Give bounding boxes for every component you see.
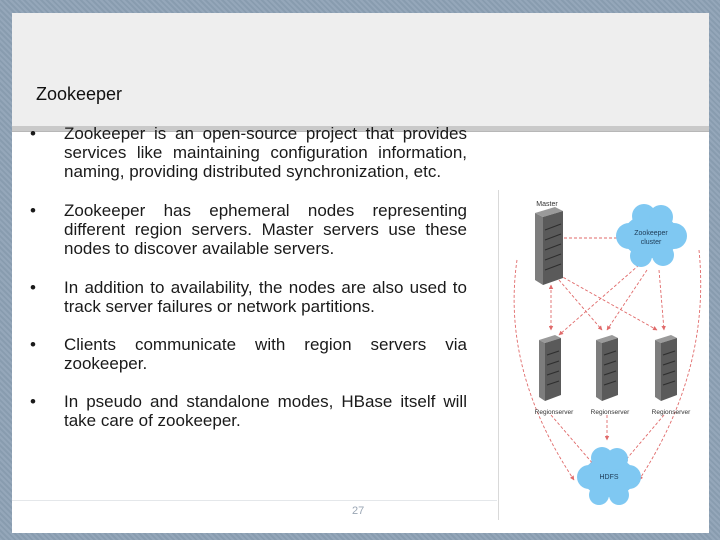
bullet-marker: •	[30, 392, 36, 411]
zookeeper-cloud-icon	[616, 204, 687, 267]
regionserver-icon	[596, 335, 618, 401]
bullet-marker: •	[30, 201, 36, 220]
diagram-svg: Master Zookeeper cluster	[513, 201, 702, 505]
bullet-item: • Clients communicate with region server…	[30, 335, 467, 373]
bullet-item: • In pseudo and standalone modes, HBase …	[30, 392, 467, 430]
regionserver-label: Regionserver	[652, 409, 691, 416]
bullet-text: In pseudo and standalone modes, HBase it…	[64, 392, 467, 430]
regionserver-label: Regionserver	[535, 409, 574, 416]
bullet-text: Zookeeper has ephemeral nodes representi…	[64, 201, 467, 258]
master-label: Master	[536, 201, 558, 208]
zookeeper-label-line1: Zookeeper	[634, 230, 668, 237]
slide-title: Zookeeper	[36, 84, 123, 104]
bullet-item: • In addition to availability, the nodes…	[30, 278, 467, 316]
bullet-item: • Zookeeper is an open-source project th…	[30, 124, 467, 181]
bullet-list: • Zookeeper is an open-source project th…	[30, 124, 467, 430]
zookeeper-label-line2: cluster	[641, 239, 662, 246]
regionserver-icon	[655, 335, 677, 401]
bullet-marker: •	[30, 124, 36, 143]
regionserver-icon	[539, 335, 561, 401]
master-server-icon	[535, 207, 563, 285]
bullet-item: • Zookeeper has ephemeral nodes represen…	[30, 201, 467, 258]
title-band	[12, 13, 709, 131]
hdfs-cloud-icon	[577, 447, 641, 505]
hdfs-label: HDFS	[599, 474, 618, 481]
regionserver-label: Regionserver	[591, 409, 630, 416]
bullet-marker: •	[30, 278, 36, 297]
bullet-text: Zookeeper is an open-source project that…	[64, 124, 467, 181]
bullet-text: In addition to availability, the nodes a…	[64, 278, 467, 316]
bullet-marker: •	[30, 335, 36, 354]
page-number: 27	[352, 505, 365, 517]
architecture-diagram: Master Zookeeper cluster	[498, 190, 709, 520]
connection-lines	[513, 235, 702, 481]
title-divider	[12, 126, 709, 132]
footer-divider	[12, 500, 497, 501]
bullet-text: Clients communicate with region servers …	[64, 335, 467, 373]
